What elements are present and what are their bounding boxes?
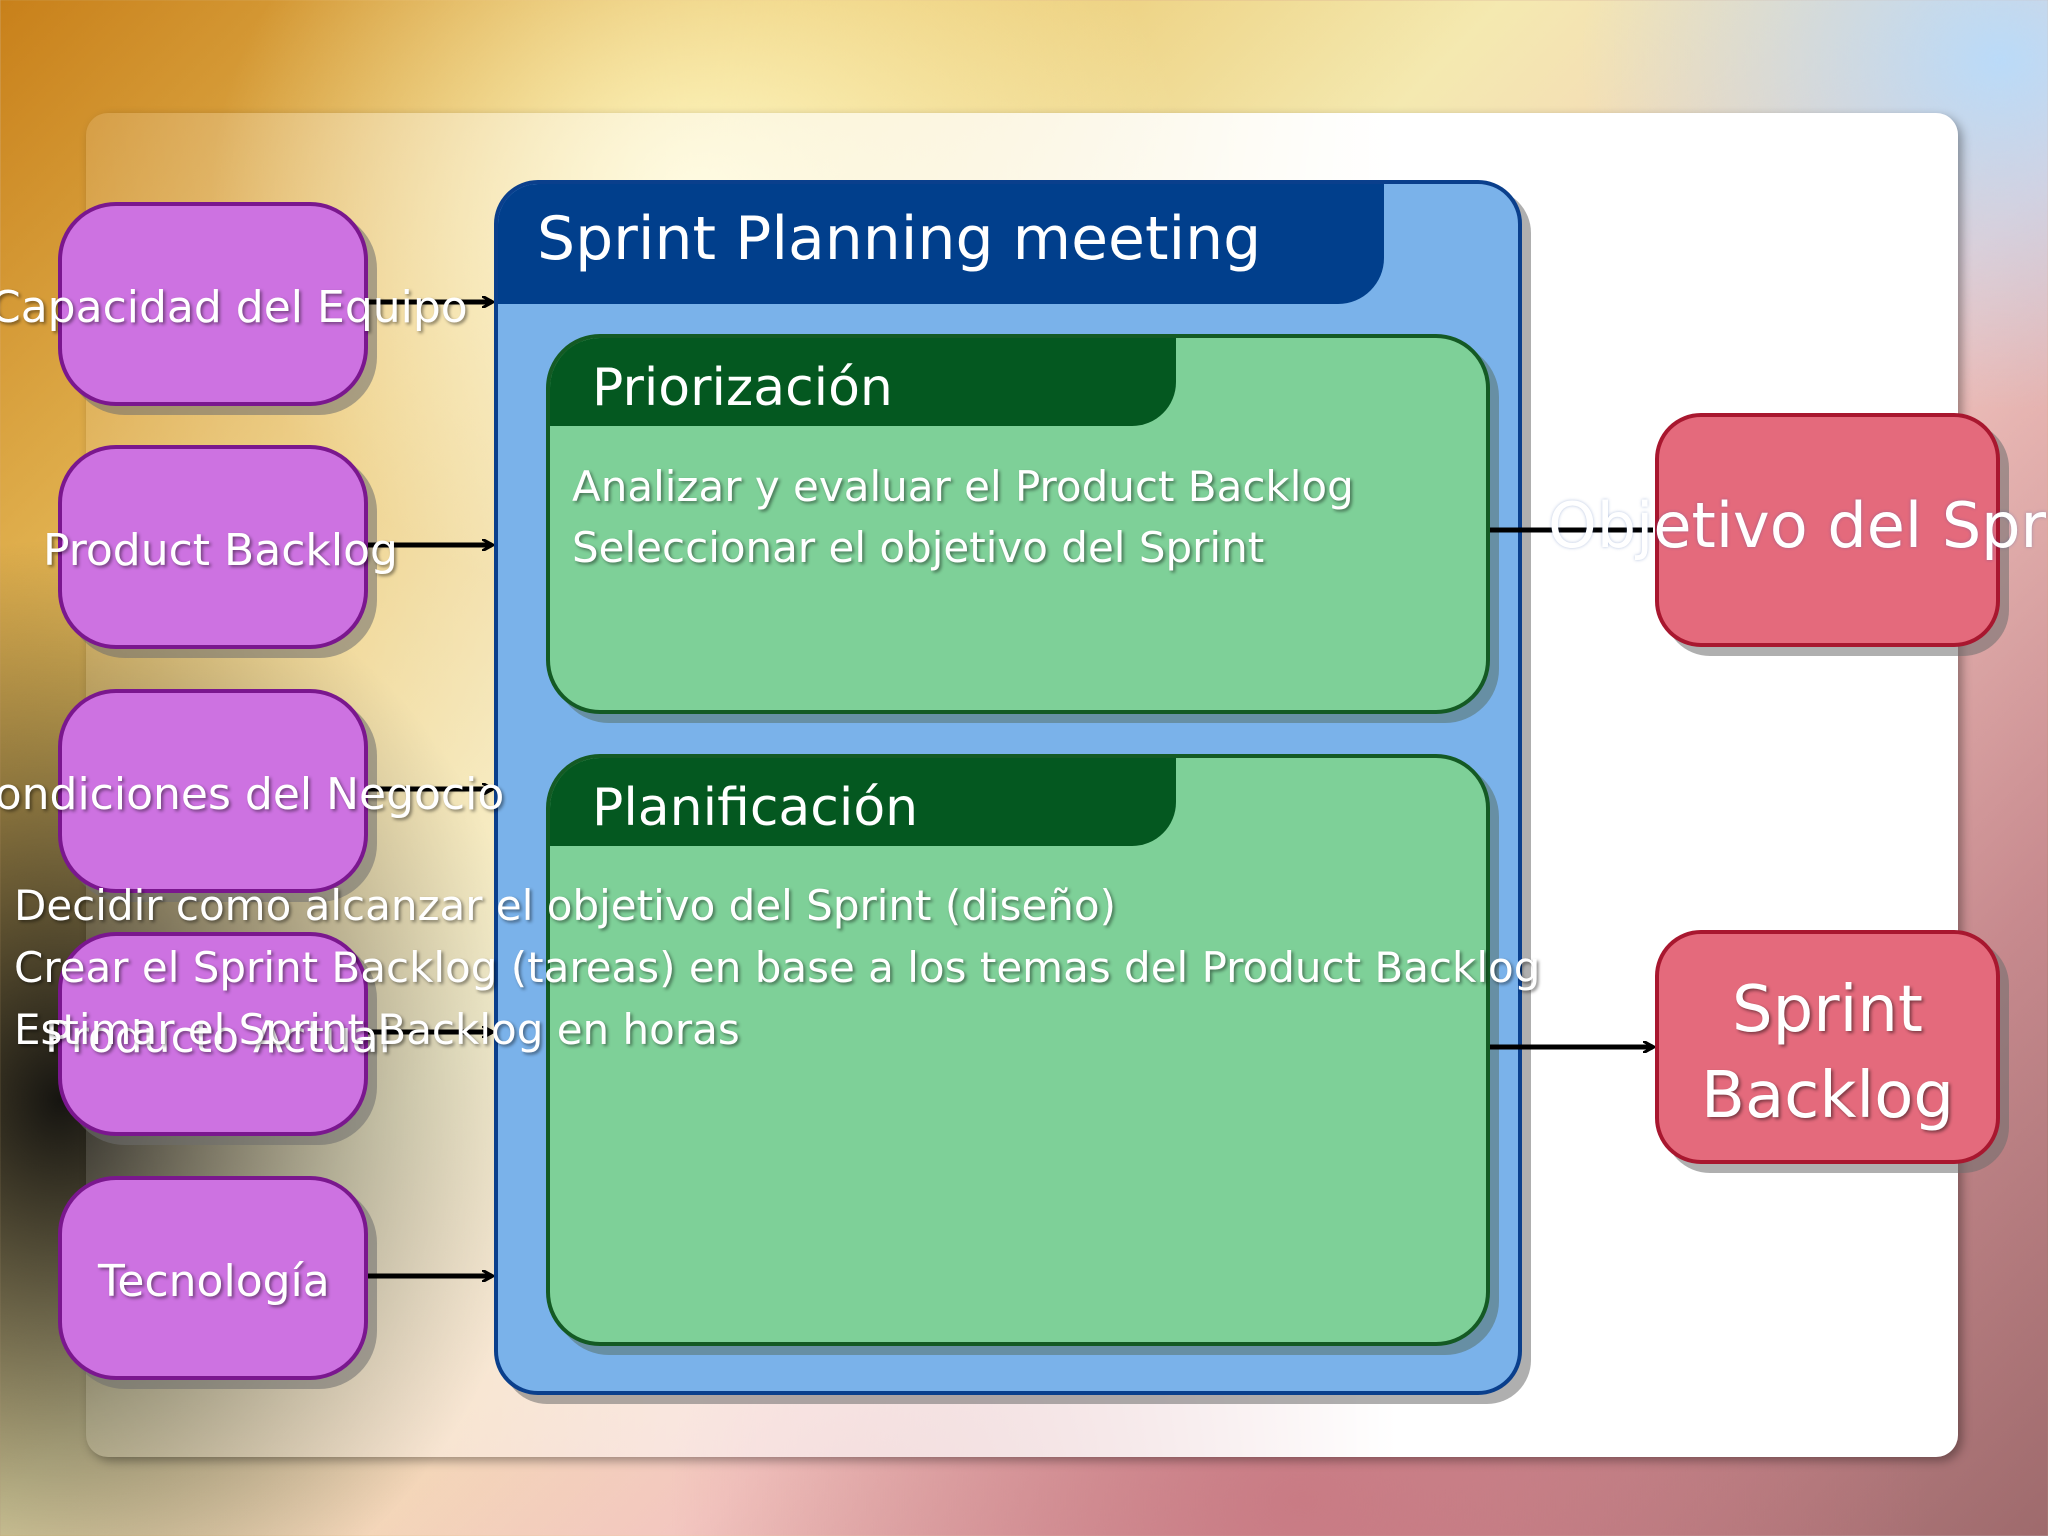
output-label-objetivo: Objetivo del Sprint [1548, 489, 2048, 562]
sprint-planning-title: Sprint Planning meeting [537, 204, 1262, 274]
planificacion-header [550, 758, 1176, 846]
input-box-tecnologia [58, 1176, 368, 1380]
priorizacion-box [546, 334, 1490, 714]
input-label-product-backlog: Product Backlog [43, 525, 398, 576]
planificacion-line-2: Crear el Sprint Backlog (tareas) en base… [14, 943, 1541, 992]
sprint-planning-header [498, 184, 1384, 304]
input-box-capacidad [58, 202, 368, 406]
priorizacion-header [550, 338, 1176, 426]
priorizacion-line-2: Seleccionar el objetivo del Sprint [572, 523, 1265, 572]
input-label-producto-actual: Producto Actual [45, 1012, 391, 1063]
input-label-capacidad: Capacidad del Equipo [0, 282, 468, 333]
output-box-objetivo [1655, 413, 2000, 647]
priorizacion-line-1: Analizar y evaluar el Product Backlog [572, 462, 1354, 511]
output-box-sprint-backlog [1655, 930, 2000, 1164]
planificacion-line-1: Decidir como alcanzar el objetivo del Sp… [14, 881, 1117, 930]
input-box-product-backlog [58, 445, 368, 649]
priorizacion-title: Priorización [592, 358, 893, 418]
planificacion-box [546, 754, 1490, 1346]
input-label-condiciones: Condiciones del Negocio [0, 769, 505, 820]
input-box-producto-actual [58, 932, 368, 1136]
input-label-tecnologia: Tecnología [98, 1256, 330, 1307]
planificacion-line-3: Estimar el Sprint Backlog en horas [14, 1005, 740, 1054]
planificacion-title: Planificación [592, 778, 919, 838]
input-box-condiciones [58, 689, 368, 893]
output-label-sprint-line1: Sprint [1732, 973, 1923, 1047]
output-label-sprint-line2: Backlog [1701, 1059, 1954, 1133]
